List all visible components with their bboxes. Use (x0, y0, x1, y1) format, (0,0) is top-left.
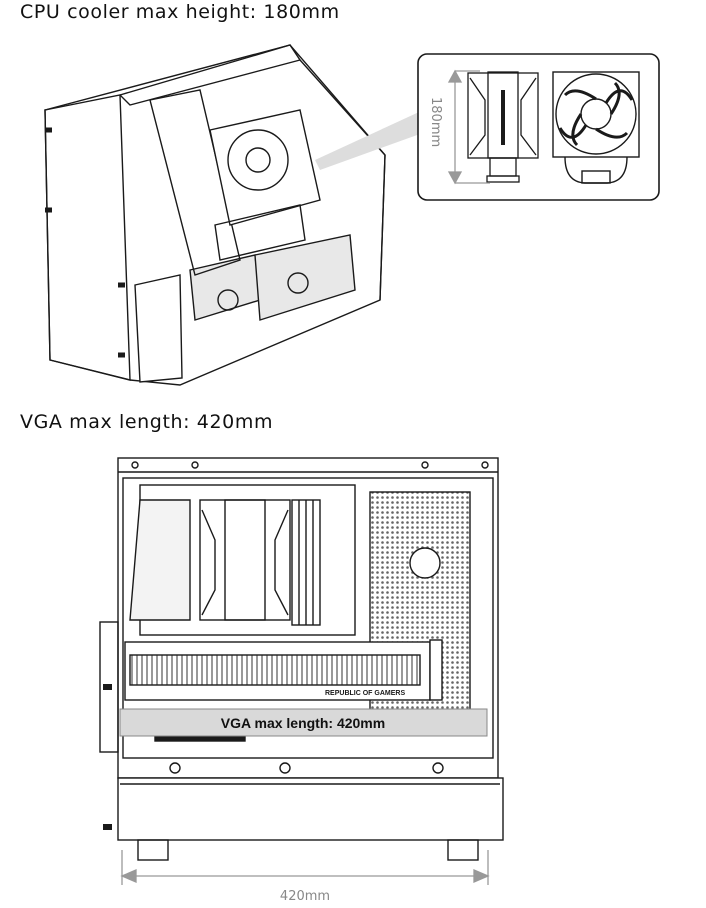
side-view-case-drawing (99, 457, 504, 861)
isometric-case-drawing (44, 44, 386, 386)
dimension-arrow-180mm (447, 69, 490, 185)
vga-length-dimension-label: 420mm (280, 889, 330, 904)
vga-length-banner-label: VGA max length: 420mm (221, 715, 385, 731)
gpu-logo-text: REPUBLIC OF GAMERS (325, 690, 405, 697)
dimension-arrow-420mm (120, 850, 490, 885)
cooler-height-dimension-label: 180mm (428, 97, 443, 147)
cooler-front-view (552, 71, 640, 184)
cpu-cooler-height-heading: CPU cooler max height: 180mm (20, 1, 340, 23)
cpu-cooler-callout: 180mm (417, 53, 660, 201)
vga-length-heading: VGA max length: 420mm (20, 411, 274, 433)
cooler-side-view (467, 71, 539, 183)
zoom-callout-beam (315, 100, 445, 170)
vga-length-banner: VGA max length: 420mm (119, 708, 488, 737)
